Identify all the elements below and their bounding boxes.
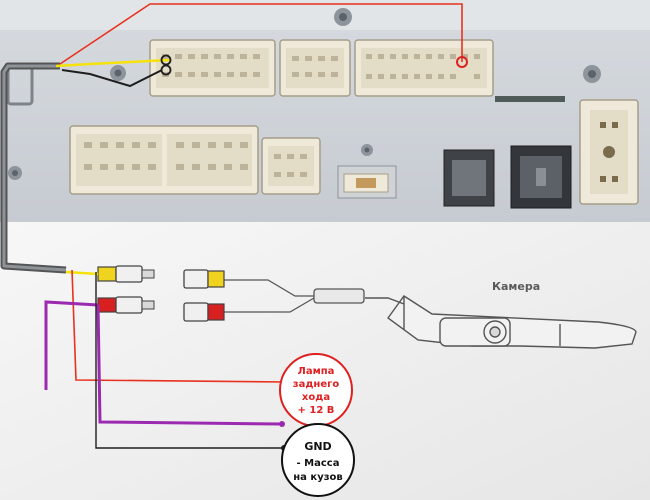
ground-line2: - Масса <box>297 458 340 469</box>
screw-icon <box>334 8 352 26</box>
connector-dark-socket <box>443 149 495 207</box>
camera-module <box>387 295 637 349</box>
antenna-lead <box>495 96 565 102</box>
camera-cable <box>365 297 405 305</box>
reverse-lamp-annotation: Лампа заднего хода + 12 В <box>279 353 353 427</box>
purple-wire-left <box>44 300 99 390</box>
harness-cable-highlight <box>2 64 67 272</box>
reverse-lamp-line3: хода <box>302 392 330 403</box>
black-ground-wire <box>95 272 284 449</box>
connector-dark-socket-keyed <box>510 145 572 209</box>
connector-bottom-left <box>69 125 259 195</box>
rca-power-plug-harness <box>97 296 155 314</box>
connector-bottom-small <box>261 137 321 195</box>
screw-icon <box>110 65 126 81</box>
yellow-video-wire-top <box>55 58 171 68</box>
purple-wire-junction <box>279 421 285 427</box>
connector-mini-socket <box>337 165 397 199</box>
rca-power-plug-camera <box>183 302 225 322</box>
inline-connector <box>313 288 365 304</box>
reverse-lamp-line1: Лампа <box>298 366 335 377</box>
reverse-lamp-line2: заднего <box>293 379 340 390</box>
rca-video-plug-harness <box>97 265 155 283</box>
connector-large-left <box>149 39 276 97</box>
pin-marker-yellow <box>160 54 172 66</box>
rca-video-plug-camera <box>183 269 225 289</box>
cable-to-power-rca <box>222 297 315 313</box>
ground-annotation: GND - Масса на кузов <box>281 423 355 497</box>
cable-to-video-rca <box>222 279 314 297</box>
purple-wire <box>96 304 283 426</box>
panel-top-edge <box>0 0 650 30</box>
screw-icon <box>8 166 22 180</box>
ground-line1: GND <box>304 440 331 453</box>
screw-icon <box>361 144 373 156</box>
pin-marker-black <box>160 64 172 76</box>
pin-marker-red <box>456 56 468 68</box>
reverse-lamp-line4: + 12 В <box>298 405 335 416</box>
connector-large-right <box>354 39 494 97</box>
camera-label: Камера <box>492 280 540 293</box>
red-power-wire <box>71 269 287 383</box>
ground-line3: на кузов <box>293 472 342 483</box>
red-signal-wire-top <box>59 3 463 65</box>
screw-icon <box>583 65 601 83</box>
connector-small-middle <box>279 39 351 97</box>
black-wire-top <box>61 69 163 88</box>
connector-tall-right <box>579 99 639 205</box>
